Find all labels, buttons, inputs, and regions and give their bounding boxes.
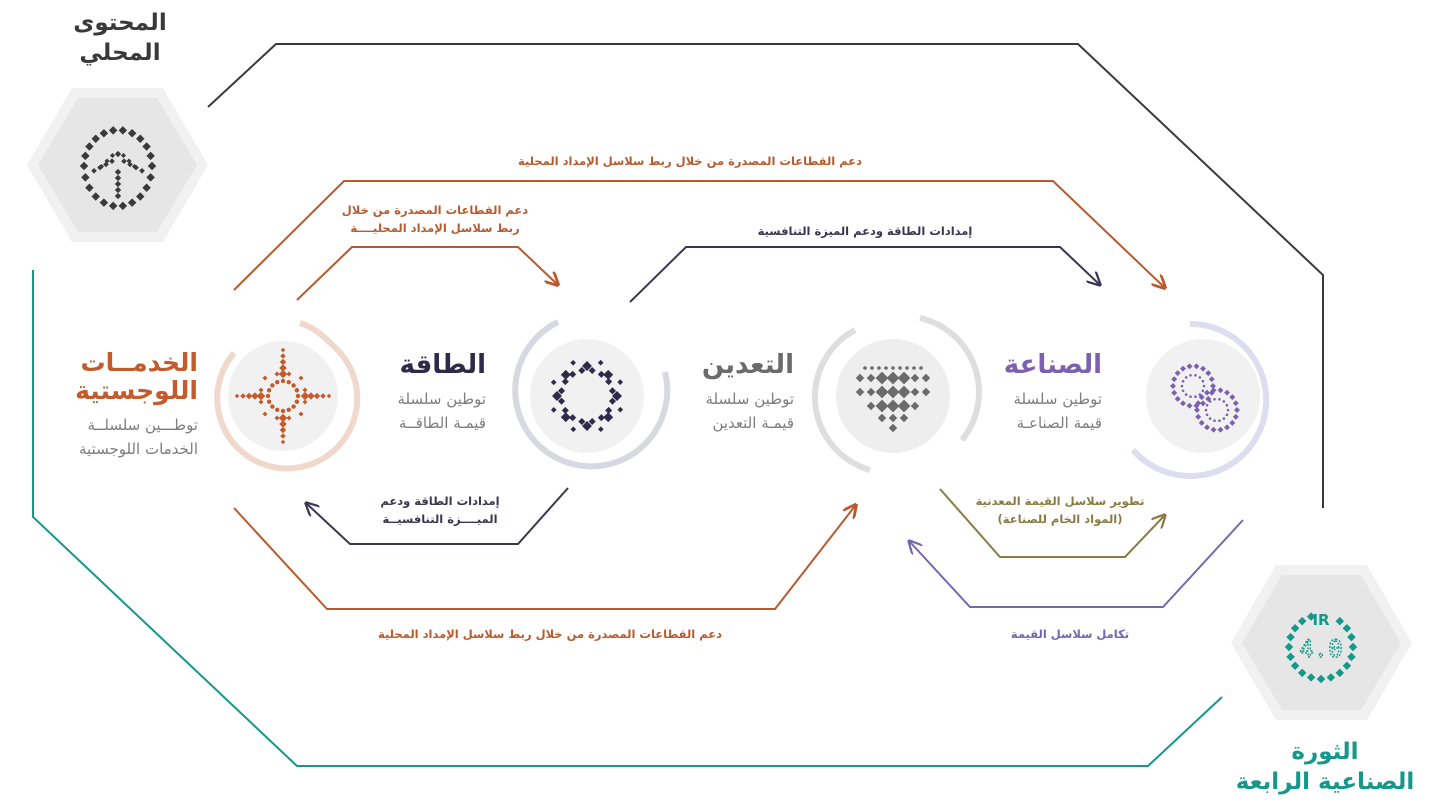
logistics-desc-line2: الخدمات اللوجستية [79, 440, 198, 458]
logistics-desc: توطـــين سلسلــة الخدمات اللوجستية [8, 413, 198, 461]
energy-desc: توطين سلسلة قيمـة الطاقــة [346, 387, 487, 435]
mining-label: التعدين توطين سلسلة قيمـة التعدين [654, 349, 794, 435]
energy-label: الطاقة توطين سلسلة قيمـة الطاقــة [346, 349, 487, 435]
energy-to-industry-label: إمدادات الطاقة ودعم الميزة التنافسية [757, 224, 973, 238]
local-content-title-line1: المحتوى [73, 10, 167, 36]
logistics-title-line1: الخدمــات [80, 348, 199, 377]
energy-desc-line1: توطين سلسلة [397, 390, 487, 408]
ir4-title-line2: الصناعية الرابعة [1235, 769, 1415, 795]
logistics-title-line2: اللوجستية [75, 376, 198, 405]
energy-to-logistics-label: إمدادات الطاقة ودعم الميــــزة التنافسيـ… [355, 492, 525, 528]
industry-circle [1130, 320, 1270, 479]
energy-title: الطاقة [399, 350, 486, 380]
ir4-title: الثورة الصناعية الرابعة [1225, 737, 1425, 797]
top-orange-label: دعم القطاعات المصدرة من خلال ربط سلاسل ا… [517, 154, 862, 168]
ir4-hexagon [1231, 565, 1412, 720]
top-orange-arrow [233, 180, 1164, 290]
industry-title: الصناعة [1003, 350, 1102, 380]
industry-label: الصناعة توطين سلسلة قيمة الصناعـة [962, 349, 1102, 435]
energy-desc-line2: قيمـة الطاقــة [398, 414, 486, 432]
logistics-circle [214, 320, 361, 472]
local-content-frame [207, 43, 1324, 508]
mining-to-industry-label: تطوير سلاسل القيمة المعدنية (المواد الخا… [945, 492, 1175, 528]
energy-to-logistics-label-line1: إمدادات الطاقة ودعم [380, 494, 500, 508]
industry-desc: توطين سلسلة قيمة الصناعـة [962, 387, 1103, 435]
local-content-title-line2: المحلي [79, 40, 161, 66]
mining-title: التعدين [701, 350, 794, 380]
mining-desc: توطين سلسلة قيمـة التعدين [654, 387, 795, 435]
mining-to-industry-label-line2: (المواد الخام للصناعة) [997, 512, 1123, 526]
energy-to-industry-arrow [629, 246, 1099, 303]
energy-to-logistics-label-line2: الميــــزة التنافسيــة [382, 512, 498, 526]
industry-desc-line2: قيمة الصناعـة [1016, 414, 1102, 432]
ir4-title-line1: الثورة [1291, 739, 1359, 765]
logistics-title: الخدمــات اللوجستية [8, 349, 198, 405]
ir4-icon-label: IR [1312, 611, 1330, 629]
value-chain-arrow [910, 519, 1244, 608]
energy-to-logistics-arrow [307, 487, 569, 545]
ir4-icon-version: 4.0 [1299, 635, 1342, 663]
inner-orange-label-line2: ربط سلاسل الإمداد المحليــــة [350, 221, 520, 235]
mining-desc-line2: قيمـة التعدين [712, 414, 794, 432]
inner-orange-label: دعم القطاعات المصدرة من خلال ربط سلاسل ا… [320, 201, 550, 237]
value-chain-label: تكامل سلاسل القيمة [1010, 627, 1130, 641]
local-content-title: المحتوى المحلي [40, 8, 200, 68]
mining-desc-line1: توطين سلسلة [705, 390, 795, 408]
logistics-label: الخدمــات اللوجستية توطـــين سلسلــة الخ… [8, 349, 198, 461]
local-content-hexagon [27, 88, 208, 242]
mining-to-industry-arrow [939, 488, 1164, 558]
inner-orange-label-line1: دعم القطاعات المصدرة من خلال [341, 203, 529, 217]
logistics-desc-line1: توطـــين سلسلــة [87, 416, 198, 434]
ir4-frame [32, 270, 1223, 767]
bottom-orange-arrow [233, 506, 855, 610]
inner-orange-arrow [296, 246, 557, 301]
mining-to-industry-label-line1: تطوير سلاسل القيمة المعدنية [975, 494, 1145, 508]
bottom-orange-label: دعم القطاعات المصدرة من خلال ربط سلاسل ا… [377, 627, 722, 641]
energy-circle [512, 319, 671, 470]
industry-desc-line1: توطين سلسلة [1013, 390, 1103, 408]
